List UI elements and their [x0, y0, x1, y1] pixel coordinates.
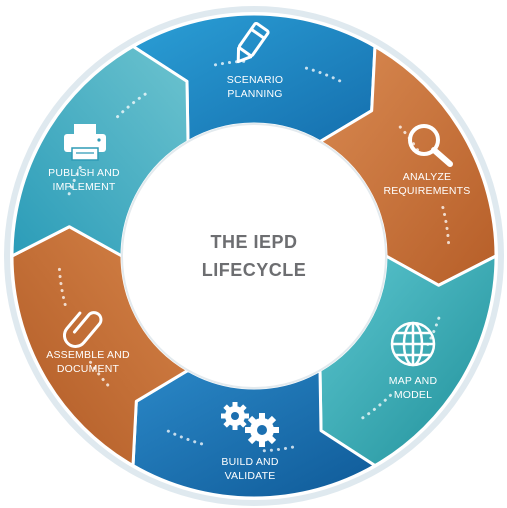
dotted-connector	[87, 358, 110, 387]
segment-scenario-planning-label: SCENARIO PLANNING	[227, 74, 283, 100]
segment-label-line1: ASSEMBLE AND	[46, 349, 130, 361]
segment-label-line1: MAP AND	[389, 375, 438, 387]
dotted-connector	[425, 316, 441, 348]
segment-label-line2: DOCUMENT	[57, 363, 120, 375]
magnifier-icon	[408, 124, 453, 167]
segment-label-line1: ANALYZE	[403, 171, 451, 183]
segment-publish-and-implement-label: PUBLISH AND IMPLEMENT	[48, 167, 120, 193]
dotted-connector	[57, 262, 67, 306]
segment-build-and-validate-label: BUILD AND VALIDATE	[221, 456, 278, 482]
segment-map-and-model-label: MAP AND MODEL	[389, 375, 438, 401]
segment-label-line2: MODEL	[394, 389, 432, 401]
pencil-icon	[236, 21, 270, 64]
dotted-connector	[356, 393, 392, 423]
center-circle	[121, 123, 387, 389]
gears-icon	[221, 402, 279, 447]
center-title-line1: THE IEPD	[210, 232, 297, 252]
dotted-connector	[260, 445, 295, 453]
paperclip-icon	[62, 311, 103, 348]
dotted-connector	[116, 89, 152, 119]
globe-icon	[390, 321, 436, 367]
printer-icon	[64, 124, 106, 161]
dotted-connector	[441, 206, 451, 250]
segment-label-line2: IMPLEMENT	[52, 181, 115, 193]
segment-label-line2: REQUIREMENTS	[384, 185, 471, 197]
segment-label-line2: VALIDATE	[225, 470, 276, 482]
segment-assemble-and-document-label: ASSEMBLE AND DOCUMENT	[46, 349, 130, 375]
segment-analyze-requirements-label: ANALYZE REQUIREMENTS	[384, 171, 471, 197]
dotted-connector	[213, 59, 248, 67]
dotted-connector	[304, 66, 346, 85]
dotted-connector	[162, 427, 204, 446]
segment-label-line1: PUBLISH AND	[48, 167, 120, 179]
segment-label-line2: PLANNING	[227, 88, 282, 100]
center-title-line2: LIFECYCLE	[202, 260, 307, 280]
dotted-connector	[67, 164, 83, 196]
segment-label-line1: SCENARIO	[227, 74, 283, 86]
segment-label-line1: BUILD AND	[221, 456, 278, 468]
